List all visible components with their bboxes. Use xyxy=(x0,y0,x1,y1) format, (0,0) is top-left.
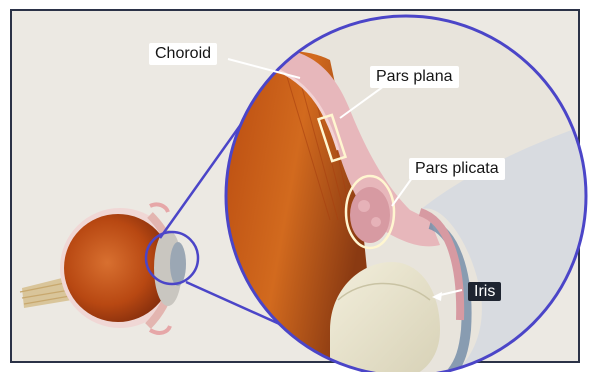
choroid-label: Choroid xyxy=(149,43,217,65)
ciliary-processes xyxy=(350,187,390,243)
small-eye-muscle-top xyxy=(150,204,168,212)
small-eye-muscle-bottom xyxy=(150,326,170,333)
iris-label: Iris xyxy=(462,282,507,302)
iris-label-text: Iris xyxy=(468,282,501,301)
magnified-view xyxy=(220,10,590,372)
small-eye-cornea xyxy=(170,242,186,286)
pars-plana-label: Pars plana xyxy=(370,66,459,88)
pars-plicata-label: Pars plicata xyxy=(409,158,505,180)
